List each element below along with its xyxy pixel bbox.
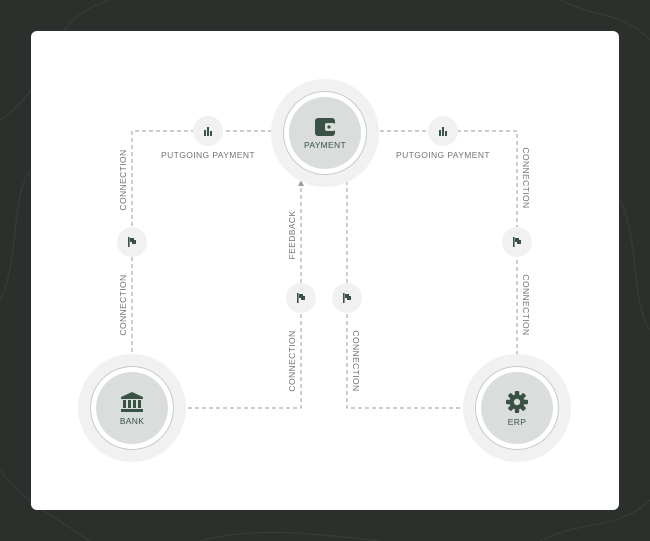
edge-center-right: [346, 181, 478, 411]
gear-icon: [506, 390, 528, 413]
chip-top-left: [193, 116, 223, 146]
chip-left: [117, 227, 147, 257]
edge-label-left-upper: CONNECTION: [118, 149, 128, 211]
erp-node-label: ERP: [507, 416, 527, 427]
flag-icon: [343, 293, 351, 303]
bank-node[interactable]: BANK: [96, 372, 168, 444]
connector-lines: [129, 128, 518, 411]
chip-top-right: [428, 116, 458, 146]
edge-label-right-lower: CONNECTION: [521, 274, 531, 336]
erp-node[interactable]: ERP: [481, 372, 553, 444]
edge-label-right-upper: CONNECTION: [521, 147, 531, 209]
edge-label-feedback: FEEDBACK: [287, 210, 297, 260]
flag-icon: [128, 237, 136, 247]
payment-node[interactable]: PAYMENT: [289, 97, 361, 169]
chip-right: [502, 227, 532, 257]
edge-label-top-right: PUTGOING PAYMENT: [396, 150, 490, 160]
bar-chart-icon: [439, 127, 447, 136]
edge-label-center-left: CONNECTION: [287, 330, 297, 392]
bar-chart-icon: [204, 127, 212, 136]
wallet-icon: [315, 117, 335, 136]
edge-label-top-left: PUTGOING PAYMENT: [161, 150, 255, 160]
payment-node-label: PAYMENT: [304, 139, 346, 150]
bank-node-label: BANK: [119, 415, 145, 426]
edge-top-left: [129, 130, 293, 388]
chip-center-right: [332, 283, 362, 313]
edge-label-center-right: CONNECTION: [351, 330, 361, 392]
edge-label-left-lower: CONNECTION: [118, 274, 128, 336]
flag-icon: [513, 237, 521, 247]
edge-feedback: [174, 180, 304, 409]
flag-icon: [297, 293, 305, 303]
bank-icon: [121, 391, 143, 412]
edge-top-right: [360, 128, 518, 355]
diagram-card: PUTGOING PAYMENT PUTGOING PAYMENT CONNEC…: [31, 31, 619, 510]
chip-center-left: [286, 283, 316, 313]
